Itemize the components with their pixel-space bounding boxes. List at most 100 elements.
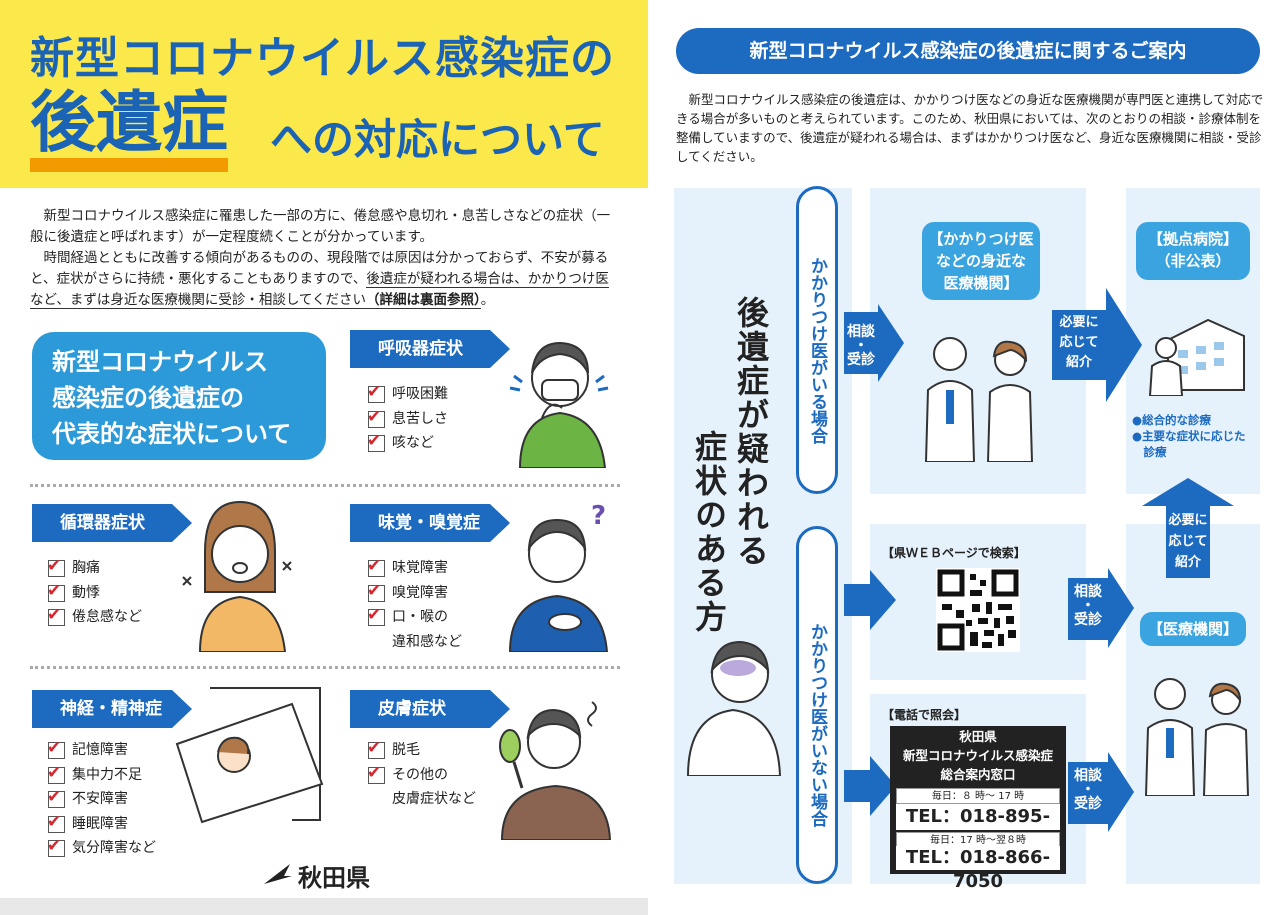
label-circulatory: 循環器症状: [32, 504, 192, 542]
arrow-text: ・: [854, 338, 868, 354]
arrow-text: 紹介: [1174, 555, 1201, 570]
hospital-label-line: 【拠点病院】: [1147, 230, 1238, 248]
arrow-text: 紹介: [1065, 355, 1092, 370]
doctor-nurse-illustration: [924, 337, 1034, 462]
arrow-phone: [844, 770, 870, 802]
label-neuro: 神経・精神症状: [32, 690, 192, 757]
arrow-head: [1108, 752, 1134, 832]
intro-p2-detail: （詳細は裏面参照）: [366, 292, 481, 309]
intro-p2a: 時間経過とともに改善する傾向があるものの、現段階では原因は分かっておらず、不安が…: [30, 250, 609, 287]
list-taste-smell: 味覚障害 嗅覚障害 口・喉の 違和感など: [366, 554, 462, 654]
arrow-text: 必要に: [1059, 315, 1099, 330]
arrow-as-needed-up: 必要に 応じて 紹介: [1166, 506, 1210, 578]
title-line1: 新型コロナウイルス感染症の: [30, 33, 615, 84]
intro-paragraph-1: 新型コロナウイルス感染症に罹患した一部の方に、倦怠感や息切れ・息苦しさなどの症状…: [30, 208, 611, 245]
list-item-continued: 違和感など: [392, 633, 462, 650]
arrow-consult-web: 相談 ・ 受診: [1068, 578, 1108, 640]
arrow-text: 必要に: [1168, 513, 1208, 528]
arrow-consult-top: 相談 ・ 受診: [844, 312, 878, 374]
intro-p2-underlined: 後遺症が疑われる場合は、かかりつけ医など、まずは身近な医療機関に受診・相談してく…: [30, 271, 609, 309]
hours-daytime: 毎日：８ 時～ 17 時: [896, 788, 1060, 804]
phone-label: 【電話で照会】: [882, 708, 967, 722]
person-in-bed-illustration: [175, 687, 324, 824]
summary-line: 新型コロナウイルス: [52, 348, 268, 376]
clinic-label-line: などの身近な: [935, 252, 1026, 270]
phone-org-line: 総合案内窓口: [940, 767, 1016, 782]
list-item: 気分障害など: [46, 834, 156, 861]
list-item: その他の: [366, 761, 476, 788]
arrow-text: 応じて: [1168, 534, 1208, 549]
list-circulatory: 胸痛 動悸 倦怠感など: [46, 554, 142, 630]
list-item-continued: 皮膚症状など: [392, 791, 476, 807]
arrow-text: 相談: [1074, 584, 1102, 600]
prefecture-name: 秋田県: [298, 864, 370, 892]
arrow-text: 相談: [1074, 768, 1102, 784]
list-item: 味覚障害: [366, 554, 462, 581]
worried-patient-illustration: [686, 640, 782, 776]
intro-p2-end: 。: [480, 292, 495, 308]
doctor-nurse-illustration: [1144, 678, 1250, 796]
list-item: 不安障害: [46, 785, 156, 812]
divider: [30, 666, 620, 669]
qr-code-icon[interactable]: [936, 568, 1020, 652]
list-item: 呼吸困難: [366, 380, 448, 407]
label-skin: 皮膚症状: [350, 690, 510, 728]
main-label-col2: 症状のある方: [690, 430, 728, 634]
list-item: 嗅覚障害: [366, 579, 462, 606]
arrow-head: [878, 304, 904, 382]
list-neuro: 記憶障害 集中力不足 不安障害 睡眠障害 気分障害など: [46, 736, 156, 861]
clinic-label-line: 医療機関】: [943, 274, 1019, 292]
arrow-text: 受診: [1074, 796, 1102, 812]
tel-daytime[interactable]: TEL：018-895-9176: [896, 804, 1060, 853]
list-item: 動悸: [46, 579, 142, 606]
list-item: 記憶障害: [46, 736, 156, 763]
summary-line: 感染症の後遺症の: [52, 384, 244, 412]
bullet-item: ●主要な症状に応じた: [1132, 429, 1246, 443]
arrow-as-needed-top: 必要に 応じて 紹介: [1052, 310, 1106, 380]
phone-org-line: 新型コロナウイルス感染症: [902, 748, 1053, 763]
summary-box: 新型コロナウイルス 感染症の後遺症の 代表的な症状について: [32, 332, 326, 460]
list-item: 脱毛: [366, 736, 476, 763]
divider: [30, 484, 620, 487]
phone-info-box: 秋田県 新型コロナウイルス感染症 総合案内窓口 毎日：８ 時～ 17 時 TEL…: [890, 726, 1066, 892]
right-page: 新型コロナウイルス感染症の後遺症に関するご案内 新型コロナウイルス感染症の後遺症…: [648, 0, 1280, 915]
web-label: 【県ＷＥＢページで検索】: [882, 546, 1026, 560]
arrow-text: ・: [1081, 782, 1095, 798]
medical-label: 【医療機関】: [1140, 612, 1246, 646]
clinic-label: 【かかりつけ医 などの身近な 医療機関】: [922, 222, 1040, 300]
hospital-label: 【拠点病院】 （非公表）: [1136, 222, 1250, 280]
tel-night[interactable]: TEL：018-866-7050: [896, 846, 1060, 892]
bullet-item: ●総合的な診療: [1132, 413, 1212, 427]
coughing-person-illustration: [509, 341, 609, 468]
list-item: 口・喉の: [366, 603, 462, 630]
arrow-head: [1108, 568, 1134, 648]
right-title: 新型コロナウイルス感染症の後遺症に関するご案内: [676, 28, 1260, 74]
eating-person-illustration: ?: [508, 501, 609, 652]
intro-text: 新型コロナウイルス感染症に罹患した一部の方に、倦怠感や息切れ・息苦しさなどの症状…: [30, 206, 620, 311]
main-label-col1: 後遺症が疑われる: [732, 296, 770, 568]
list-item: 倦怠感など: [46, 603, 142, 630]
list-item: 息苦しさ: [366, 405, 448, 432]
label-respiratory: 呼吸器症状: [350, 330, 510, 368]
list-item: 胸痛: [46, 554, 142, 581]
arrow-text: 受診: [1074, 612, 1102, 628]
hair-loss-person-illustration: [499, 701, 612, 840]
arrow-text: 受診: [847, 352, 875, 368]
list-item: 咳など: [366, 429, 448, 456]
akita-logo-icon: [264, 864, 292, 884]
summary-line: 代表的な症状について: [52, 420, 292, 448]
hospital-label-line: （非公表）: [1155, 252, 1231, 270]
phone-org-line: 秋田県: [959, 729, 997, 744]
pill-has-doctor: かかりつけ医がいる場合: [796, 186, 838, 494]
list-skin: 脱毛 その他の 皮膚症状など: [366, 736, 476, 812]
title-banner: 新型コロナウイルス感染症の 後遺症 への対応について: [0, 0, 648, 188]
arrow-consult-phone: 相談 ・ 受診: [1068, 762, 1108, 824]
svg-text:?: ?: [591, 501, 606, 531]
title-big: 後遺症: [30, 88, 228, 172]
bullet-item: 診療: [1132, 445, 1167, 459]
arrow-head: [1106, 288, 1142, 402]
intro-paragraph-2: 時間経過とともに改善する傾向があるものの、現段階では原因は分かっておらず、不安が…: [30, 248, 620, 311]
arrow-text: 応じて: [1059, 335, 1099, 350]
clinic-label-line: 【かかりつけ医: [928, 230, 1034, 248]
list-item: 集中力不足: [46, 761, 156, 788]
